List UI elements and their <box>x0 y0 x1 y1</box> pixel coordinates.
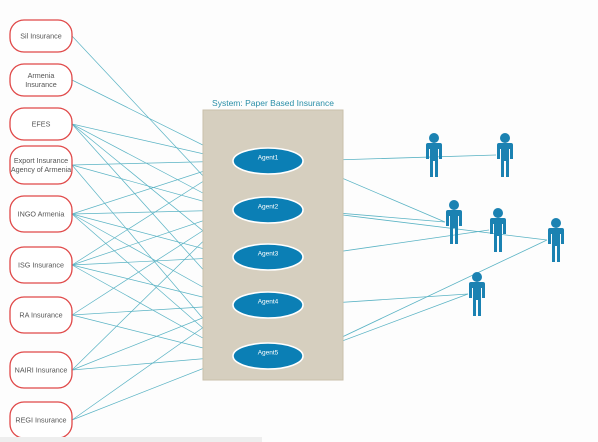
company-box[interactable] <box>9 145 73 185</box>
agent-label: Agent2 <box>258 204 279 211</box>
agent-ellipse[interactable] <box>232 147 304 175</box>
company-label: ISG Insurance <box>18 261 64 270</box>
agent-ellipse[interactable] <box>232 342 304 370</box>
agent-use-case[interactable]: Agent5 <box>232 342 304 370</box>
company-node[interactable]: EFES <box>9 107 73 141</box>
company-label: Insurance <box>25 80 57 89</box>
actor-figure-icon[interactable] <box>446 200 462 244</box>
actor-figure-icon[interactable] <box>426 133 442 177</box>
actor-figure-icon[interactable] <box>548 218 564 262</box>
agent-label: Agent5 <box>258 350 279 357</box>
system-title: System: Paper Based Insurance <box>212 98 334 108</box>
company-label: EFES <box>32 120 51 129</box>
company-label: Sil Insurance <box>20 32 62 41</box>
company-label: INGO Armenia <box>18 210 65 219</box>
company-node[interactable]: INGO Armenia <box>9 195 73 233</box>
company-box[interactable] <box>9 246 73 284</box>
agent-label: Agent1 <box>258 155 279 162</box>
company-box[interactable] <box>9 195 73 233</box>
agent-use-case[interactable]: Agent1 <box>232 147 304 175</box>
company-node[interactable]: RA Insurance <box>9 296 73 334</box>
company-node[interactable]: Sil Insurance <box>9 19 73 53</box>
company-node[interactable]: NAIRI Insurance <box>9 351 73 389</box>
company-label: RA Insurance <box>19 311 62 320</box>
company-label: Export Insurance <box>14 156 68 165</box>
actor-figure-icon[interactable] <box>469 272 485 316</box>
company-node[interactable]: REGI Insurance <box>9 401 73 439</box>
agent-ellipse[interactable] <box>232 196 304 224</box>
agent-use-case[interactable]: Agent2 <box>232 196 304 224</box>
agent-ellipse[interactable] <box>232 291 304 319</box>
company-box[interactable] <box>9 296 73 334</box>
agent-use-case[interactable]: Agent4 <box>232 291 304 319</box>
company-box[interactable] <box>9 351 73 389</box>
agent-label: Agent3 <box>258 251 279 258</box>
actor-figure-icon[interactable] <box>490 208 506 252</box>
agent-ellipse[interactable] <box>232 243 304 271</box>
agent-label: Agent4 <box>258 299 279 306</box>
company-label: NAIRI Insurance <box>15 366 68 375</box>
actor-figure-icon[interactable] <box>497 133 513 177</box>
company-node[interactable]: ISG Insurance <box>9 246 73 284</box>
company-box[interactable] <box>9 107 73 141</box>
agent-use-case[interactable]: Agent3 <box>232 243 304 271</box>
company-label: REGI Insurance <box>15 416 66 425</box>
company-box[interactable] <box>9 63 73 97</box>
company-label: Agency of Armenia <box>11 165 71 174</box>
company-box[interactable] <box>9 19 73 53</box>
company-label: Armenia <box>28 71 55 80</box>
canvas-bottom-edge <box>0 437 262 442</box>
actor-list <box>426 133 564 316</box>
